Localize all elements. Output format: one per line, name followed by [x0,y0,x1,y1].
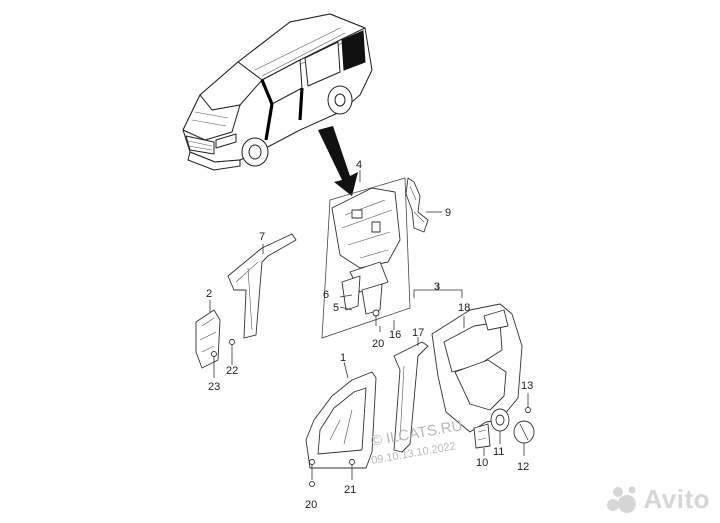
callout-20-top: 20 [372,338,384,350]
callout-20-bottom: 20 [305,499,317,511]
part-18-quarter-panel-outer [431,303,523,433]
part-7-pillar-inner [227,233,297,339]
avito-logo-icon [607,486,637,513]
callout-17: 17 [412,327,424,339]
callout-23: 23 [208,381,220,393]
callout-11: 11 [493,446,504,458]
callout-7: 7 [259,231,265,243]
vehicle-overview [182,13,373,196]
avito-wordmark: Avito [643,484,710,514]
part-17-center-pillar-outer [393,337,429,453]
part-9-bracket [405,177,442,233]
callout-10: 10 [476,457,488,469]
callout-22: 22 [226,365,238,377]
callout-16: 16 [389,329,401,341]
part-1-front-side-outer [305,361,377,480]
callout-5: 5 [333,302,339,314]
callout-4: 4 [356,159,362,171]
callout-9: 9 [445,207,451,219]
callout-18: 18 [458,302,470,314]
fuel-filler-parts [473,393,535,456]
callout-13: 13 [521,380,533,392]
callout-2: 2 [206,288,212,300]
callout-3: 3 [434,281,440,293]
avito-watermark: Avito [605,484,710,515]
callout-1: 1 [340,352,346,364]
callout-21: 21 [344,484,356,496]
part-2-pillar-reinforcement [195,300,235,378]
callout-12: 12 [517,461,529,473]
group-4-inner-panel [321,177,411,339]
callout-6: 6 [323,289,329,301]
